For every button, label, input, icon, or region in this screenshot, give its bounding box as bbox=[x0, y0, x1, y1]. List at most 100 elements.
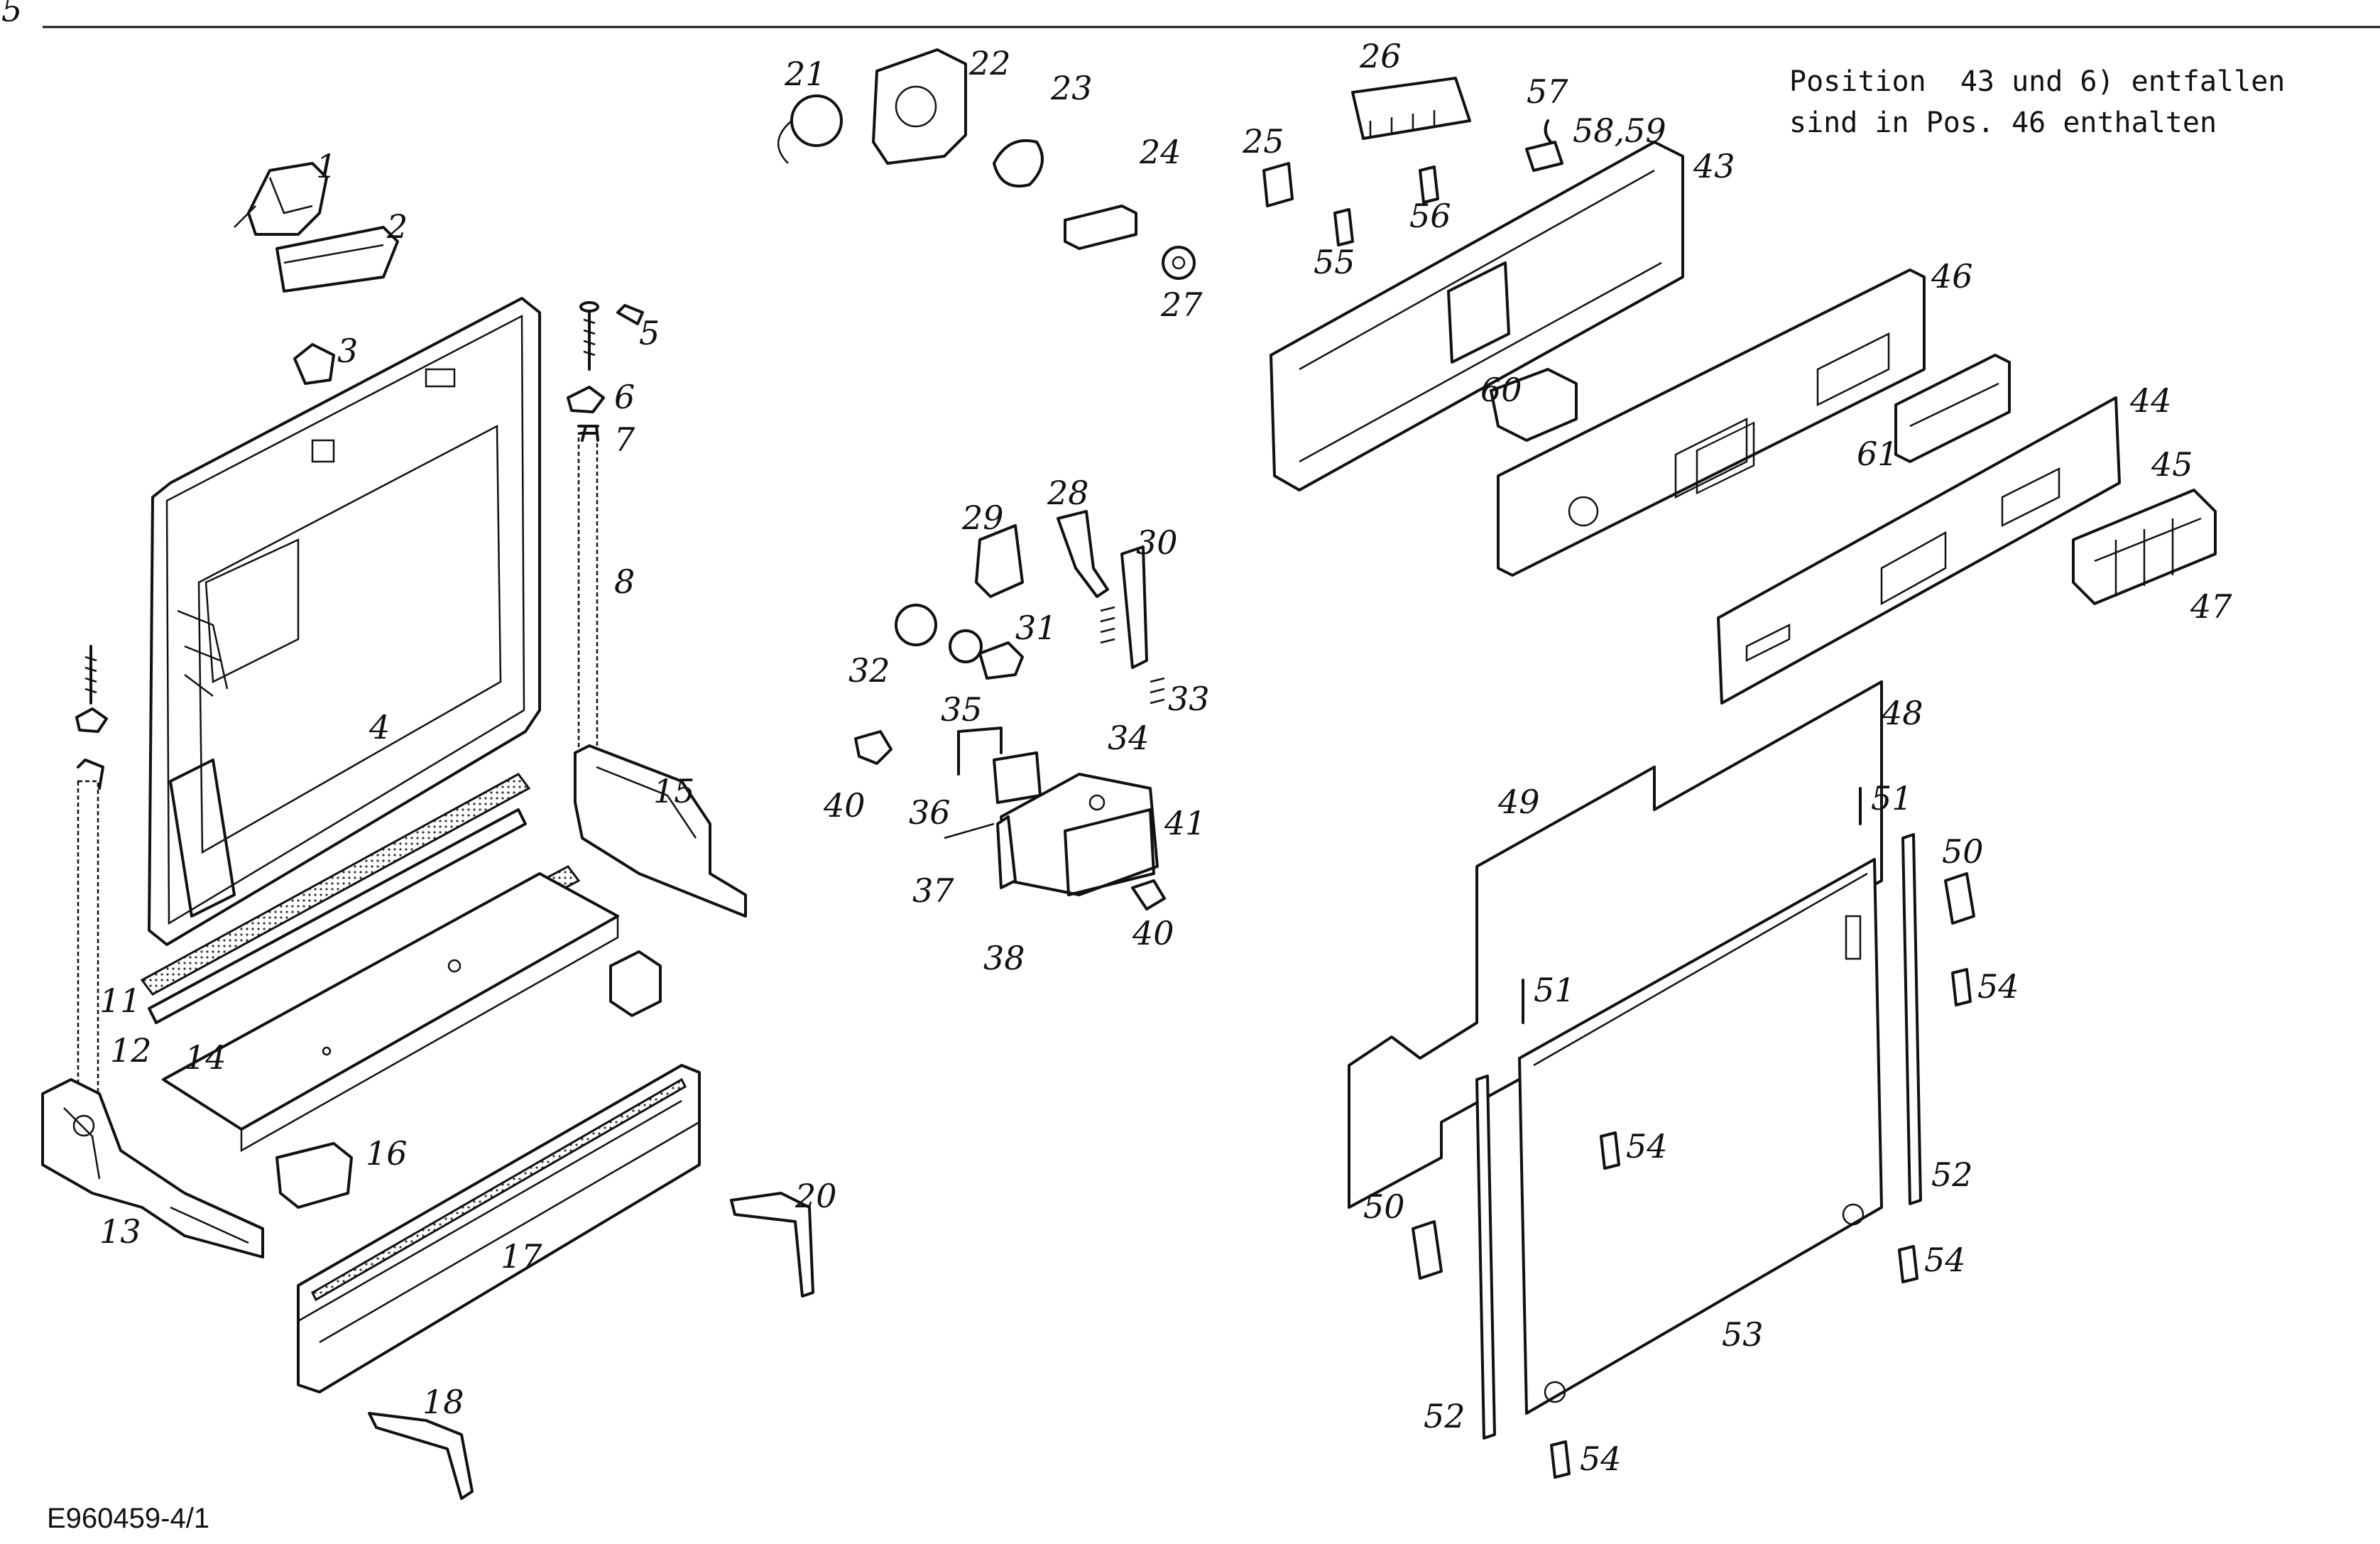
part-26-connector bbox=[1351, 77, 1471, 140]
part-11-spring-left bbox=[77, 759, 104, 1116]
part-6-nut bbox=[567, 386, 605, 413]
label-57: 57 bbox=[1527, 72, 1568, 111]
label-11: 11 bbox=[99, 982, 141, 1020]
header-note-line2: sind in Pos. 46 enthalten bbox=[1789, 107, 2217, 139]
part-44-foil bbox=[1717, 396, 2121, 705]
label-21: 21 bbox=[784, 55, 826, 93]
part-15-bracket bbox=[574, 744, 747, 918]
label-16: 16 bbox=[366, 1134, 408, 1173]
part-21-knob bbox=[777, 94, 843, 164]
label-60: 60 bbox=[1480, 371, 1522, 409]
label-30: 30 bbox=[1136, 523, 1178, 562]
header-note: Position 43 und 6) entfallen sind in Pos… bbox=[1789, 61, 2285, 143]
screw-upper bbox=[579, 301, 599, 371]
label-52b: 52 bbox=[1424, 1397, 1465, 1435]
label-44: 44 bbox=[2129, 381, 2172, 420]
label-56: 56 bbox=[1409, 197, 1451, 235]
part-22-timer bbox=[872, 48, 967, 165]
label-50b: 50 bbox=[1363, 1187, 1405, 1226]
part-54-hinge-c bbox=[1898, 1245, 1918, 1283]
part-54-hinge-b bbox=[1600, 1131, 1620, 1170]
label-43: 43 bbox=[1693, 147, 1735, 185]
part-18-bracket bbox=[368, 1412, 474, 1500]
part-4-inner-door bbox=[148, 297, 541, 946]
label-35: 35 bbox=[941, 690, 983, 729]
label-38: 38 bbox=[983, 939, 1025, 977]
label-54c: 54 bbox=[1924, 1241, 1966, 1279]
label-58-59: 58,59 bbox=[1573, 112, 1666, 150]
label-7: 7 bbox=[614, 420, 635, 459]
label-45: 45 bbox=[2151, 445, 2193, 484]
part-54-hinge-a bbox=[1951, 968, 1972, 1006]
part-37-spring bbox=[944, 822, 995, 839]
label-22: 22 bbox=[968, 44, 1011, 82]
label-53: 53 bbox=[1722, 1315, 1764, 1354]
label-50a: 50 bbox=[1942, 832, 1984, 871]
part-31-bushing bbox=[978, 641, 1024, 680]
label-33: 33 bbox=[1168, 680, 1210, 718]
label-54b: 54 bbox=[1626, 1127, 1668, 1165]
spacer-block bbox=[609, 950, 662, 1017]
part-2-latch-housing bbox=[275, 226, 399, 293]
part-54-hinge-d bbox=[1550, 1440, 1571, 1479]
part-30-lever bbox=[1120, 545, 1148, 669]
label-8: 8 bbox=[614, 562, 635, 601]
label-2: 2 bbox=[386, 207, 408, 246]
part-50-switch-upper bbox=[1944, 872, 1975, 925]
label-55: 55 bbox=[1314, 243, 1355, 281]
label-28: 28 bbox=[1047, 474, 1089, 512]
part-49-insulation bbox=[1348, 680, 1883, 1209]
label-48: 48 bbox=[1881, 694, 1923, 732]
label-32: 32 bbox=[848, 651, 890, 690]
label-18: 18 bbox=[422, 1383, 464, 1421]
label-15: 15 bbox=[653, 772, 695, 810]
part-13-hinge bbox=[41, 1078, 264, 1258]
label-12: 12 bbox=[110, 1031, 152, 1070]
part-35-bracket bbox=[957, 727, 1003, 776]
part-17-plinth bbox=[297, 1064, 701, 1393]
part-24-contact bbox=[1064, 205, 1137, 250]
part-58-59-switch bbox=[1525, 141, 1563, 172]
label-1: 1 bbox=[316, 147, 337, 185]
part-28-lever bbox=[1057, 510, 1109, 598]
part-61-buttons bbox=[1894, 354, 2011, 463]
label-29: 29 bbox=[961, 499, 1004, 537]
part-46-fascia bbox=[1497, 268, 1926, 577]
label-51a: 51 bbox=[1871, 779, 1913, 817]
part-25-switch bbox=[1262, 162, 1294, 207]
label-40b: 40 bbox=[1132, 914, 1174, 952]
part-53-outer-door bbox=[1518, 858, 1883, 1415]
part-27-knob-small bbox=[1162, 246, 1196, 280]
part-45-47-buttons bbox=[2072, 489, 2217, 605]
part-40-catch-lower bbox=[1131, 879, 1166, 910]
part-56-screw bbox=[1419, 165, 1439, 204]
label-13: 13 bbox=[99, 1212, 141, 1251]
label-27: 27 bbox=[1160, 286, 1203, 324]
label-36: 36 bbox=[909, 793, 951, 832]
label-54a: 54 bbox=[1977, 967, 2019, 1006]
label-14: 14 bbox=[185, 1038, 226, 1077]
label-46: 46 bbox=[1931, 257, 1973, 295]
part-3-clip bbox=[293, 343, 335, 385]
label-61: 61 bbox=[1857, 435, 1899, 473]
document-id: E960459-4/1 bbox=[47, 1503, 210, 1534]
label-54d: 54 bbox=[1580, 1440, 1622, 1478]
part-40-catch bbox=[854, 730, 892, 765]
label-51b: 51 bbox=[1534, 971, 1576, 1009]
part-50-switch-lower bbox=[1412, 1220, 1443, 1280]
label-6: 6 bbox=[614, 378, 635, 416]
label-25: 25 bbox=[1242, 122, 1284, 161]
label-17: 17 bbox=[501, 1237, 542, 1276]
part-1-latch bbox=[234, 162, 328, 236]
label-20: 20 bbox=[795, 1177, 837, 1215]
part-52-strip-right bbox=[1901, 833, 1922, 1205]
part-38-frame bbox=[996, 815, 1017, 889]
label-5: 5 bbox=[639, 314, 660, 352]
label-37: 37 bbox=[912, 871, 954, 910]
part-55-screw bbox=[1333, 208, 1354, 246]
part-8-spring-right bbox=[577, 425, 599, 768]
bottom-tray bbox=[162, 872, 619, 1153]
part-60-button bbox=[1490, 368, 1578, 442]
part-7-hook bbox=[581, 425, 599, 442]
